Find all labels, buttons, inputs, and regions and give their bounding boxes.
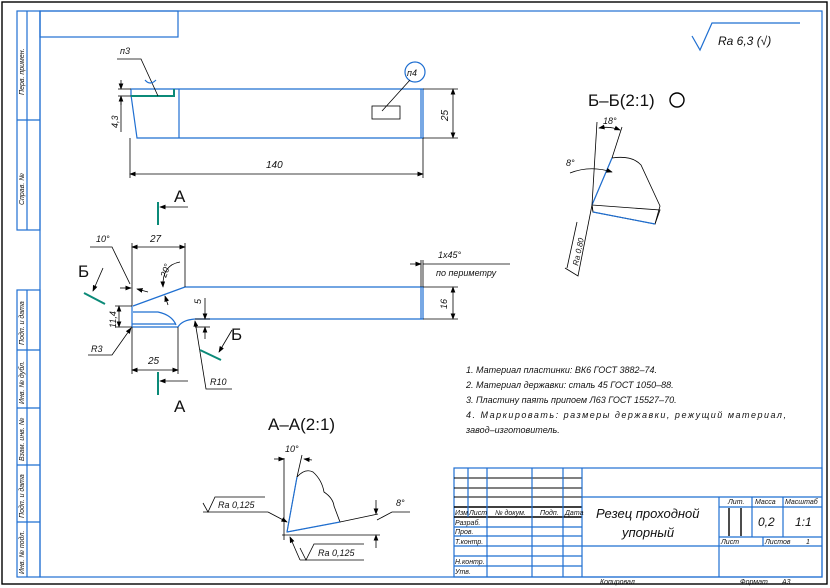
sheets-label: Листов: [764, 539, 791, 546]
dim-16: 16: [439, 299, 449, 309]
dim-head-bottom: 25: [147, 356, 160, 367]
section-aa-roughness-2: Ra 0,125: [318, 548, 356, 558]
roughness-general: Ra 6,3 (√): [691, 22, 800, 52]
format-label: Формат: [740, 579, 768, 586]
dim-plate: 4,3: [110, 115, 120, 128]
sheets-value: 1: [806, 539, 810, 546]
side-label: Подп. и дата: [18, 301, 26, 345]
format-value: A3: [781, 579, 791, 586]
section-bb: Б–Б(2:1) 18° 8° Ra 0,80: [564, 91, 685, 277]
col-header-sign: Подп.: [540, 509, 559, 517]
rotated-icon: [669, 92, 685, 108]
section-aa-angle-10: 10°: [285, 444, 299, 454]
section-aa: А–А(2:1) 10° 8° Ra 0,125 Ra 0,125: [202, 415, 410, 561]
dim-head-width: 27: [149, 234, 162, 245]
dim-5: 5: [193, 298, 203, 304]
leader-n3: п3: [120, 46, 130, 56]
side-label: Инв. № подл.: [18, 531, 26, 574]
note-line: 1. Материал пластинки: ВК6 ГОСТ 3882–74.: [466, 365, 657, 375]
col-header-doc: № докум.: [495, 509, 526, 517]
dim-11-4: 11,4: [108, 311, 118, 328]
dim-length: 140: [266, 160, 283, 171]
mass-value: 0,2: [758, 515, 775, 529]
side-label: Инв. № дубл.: [18, 361, 26, 404]
section-bb-title: Б–Б(2:1): [588, 91, 655, 110]
chamfer-note: по периметру: [436, 268, 497, 278]
side-label: Взам. инв. №: [19, 417, 26, 461]
scale-value: 1:1: [795, 515, 812, 529]
dim-r3: R3: [91, 344, 103, 354]
role-tech-control: Т.контр.: [455, 539, 483, 546]
section-a-mark-top: А: [174, 187, 186, 206]
front-view: 27 10° 20° 11,4 25 5 16 R3 R: [78, 187, 510, 416]
side-label: Справ. №: [19, 173, 26, 205]
note-bubble: [404, 61, 426, 83]
col-header-list: Лист: [468, 510, 487, 517]
role-approved: Утв.: [454, 569, 471, 576]
marking-area: [371, 105, 401, 120]
top-view: п4 п3 140 25 4,3: [110, 46, 458, 178]
role-developer: Разраб.: [455, 519, 480, 527]
note-line: 2. Материал державки: сталь 45 ГОСТ 1050…: [465, 380, 674, 390]
drawing-title-line1: Резец проходной: [596, 506, 700, 521]
sheet-label: Лист: [720, 539, 739, 546]
section-bb-roughness: Ra 0,80: [571, 237, 586, 267]
roughness-general-label: Ra 6,3 (√): [718, 34, 771, 48]
side-label: Перв. примен.: [19, 48, 26, 95]
mass-label: Масса: [755, 499, 776, 506]
side-label: Подп. и дата: [18, 474, 26, 518]
technical-notes: 1. Материал пластинки: ВК6 ГОСТ 3882–74.…: [465, 365, 786, 435]
dim-angle-20: 20°: [158, 262, 173, 280]
chamfer: 1x45°: [438, 250, 462, 260]
leader-n4: п4: [407, 68, 417, 78]
top-left-box: [39, 10, 179, 38]
side-strip: Перв. примен. Справ. № Подп. и дата Инв.…: [16, 10, 41, 578]
note-line: 3. Пластину паять припоем Л63 ГОСТ 15527…: [466, 395, 677, 405]
section-b-mark-top: Б: [78, 262, 89, 281]
dim-r10: R10: [210, 377, 227, 387]
title-block: Изм Лист № докум. Подп. Дата Разраб. Про…: [453, 467, 823, 586]
note-line: 4. Маркировать: размеры державки, режущи…: [466, 410, 786, 420]
section-bb-angle-8: 8°: [566, 158, 575, 168]
lit-label: Лит.: [727, 499, 744, 506]
dim-height: 25: [440, 109, 451, 122]
brazed-plate: [131, 89, 175, 97]
section-aa-angle-8: 8°: [396, 498, 405, 508]
col-header-date: Дата: [564, 510, 584, 517]
copied-label: Копировал: [600, 579, 635, 586]
role-checker: Пров.: [455, 529, 474, 536]
role-norm-control: Н.контр.: [455, 559, 485, 566]
drawing-title-line2: упорный: [621, 525, 674, 540]
scale-label: Масштаб: [785, 498, 819, 506]
dim-angle-10: 10°: [96, 234, 110, 244]
section-b-mark-bottom: Б: [231, 325, 242, 344]
note-line: завод–изготовитель.: [465, 425, 560, 435]
section-a-mark-bottom: А: [174, 397, 186, 416]
section-aa-title: А–А(2:1): [268, 415, 335, 434]
section-aa-roughness-1: Ra 0,125: [218, 500, 256, 510]
section-bb-angle-18: 18°: [603, 116, 617, 126]
col-header-izm: Изм: [455, 510, 468, 517]
